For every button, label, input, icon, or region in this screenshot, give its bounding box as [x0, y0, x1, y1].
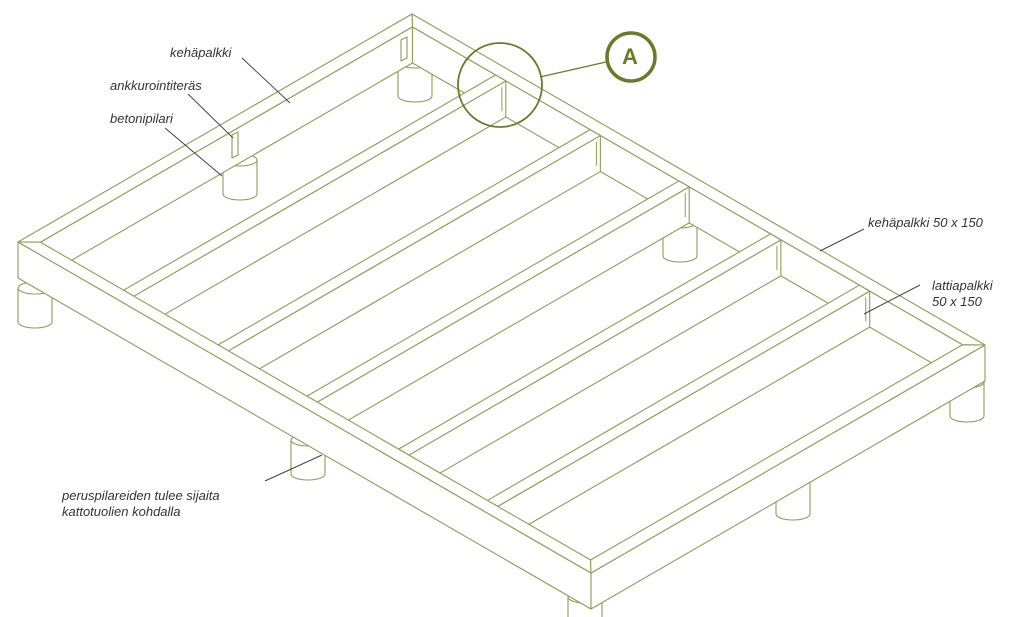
- front-right-beam-top: [590, 344, 986, 574]
- detail-magnifier-circle: [457, 42, 543, 128]
- leader-pier-note: [264, 454, 323, 482]
- label-pier-note-1: peruspilareiden tulee sijaita: [62, 488, 220, 503]
- label-anchor-steel: ankkurointiteräs: [110, 78, 202, 93]
- leader-floor-joist: [863, 284, 921, 315]
- detail-callout-circle[interactable]: [605, 31, 657, 83]
- label-floor-joist: lattiapalkki: [932, 278, 993, 293]
- leader-concrete-pier: [164, 127, 223, 177]
- label-concrete-pier: betonipilari: [110, 111, 173, 126]
- leader-anchor-steel: [187, 93, 234, 139]
- detail-connector-line: [539, 61, 607, 78]
- label-floor-joist-size: 50 x 150: [932, 294, 982, 309]
- anchor-steel: [231, 131, 239, 159]
- leader-perimeter-beam: [241, 57, 291, 104]
- detail-callout-letter[interactable]: A: [622, 44, 638, 69]
- label-perimeter-beam: kehäpalkki: [170, 45, 232, 60]
- anchor-steel-2: [400, 36, 408, 62]
- label-pier-note-2: kattotuolien kohdalla: [62, 504, 181, 519]
- leader-perimeter-beam-size: [819, 228, 865, 252]
- label-perimeter-beam-size: kehäpalkki 50 x 150: [868, 215, 983, 230]
